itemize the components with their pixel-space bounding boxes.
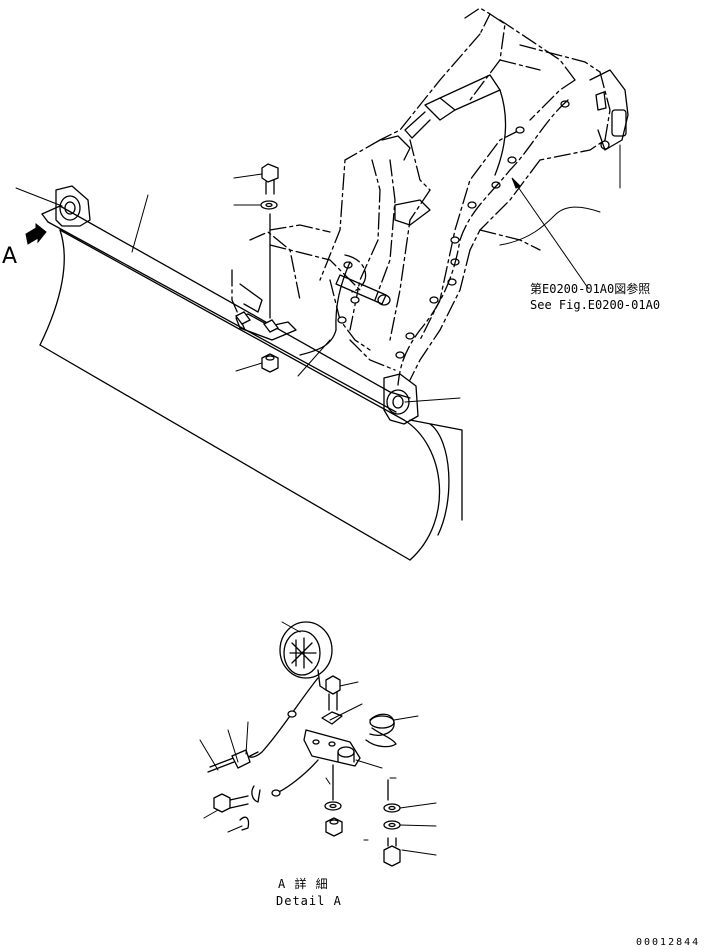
connector — [207, 749, 261, 803]
view-label: A — [2, 244, 17, 269]
detail-washers-nuts — [324, 764, 401, 867]
upper-bolt — [261, 163, 279, 195]
mount-rubber — [365, 713, 397, 748]
left-mount-bracket — [55, 185, 91, 227]
mid-bracket-assembly — [235, 213, 297, 341]
reference-en: See Fig.E0200-01A0 — [530, 298, 660, 312]
upper-washer — [260, 200, 278, 210]
clamp-bolt — [213, 793, 250, 831]
lift-frame-phantom — [231, 7, 629, 381]
drawing-code: 00012844 — [636, 937, 700, 948]
upper-nut — [261, 353, 279, 373]
detail-bolt — [325, 675, 341, 711]
lamp-bracket — [303, 711, 361, 767]
reference-jp: 第E0200-01A0図参照 — [530, 281, 650, 296]
harness-clips — [337, 100, 570, 359]
leader-lines-detail — [199, 621, 437, 856]
work-lamp — [279, 621, 333, 691]
wiring-harness — [299, 99, 569, 386]
detail-title-en: Detail A — [276, 894, 342, 908]
right-mount-bracket — [383, 373, 419, 425]
dozer-blade — [39, 205, 463, 561]
leader-lines-upper — [15, 144, 621, 403]
detail-title-jp: A 詳 細 — [278, 876, 329, 891]
view-arrow — [25, 222, 47, 245]
lamp-cable — [247, 677, 319, 797]
